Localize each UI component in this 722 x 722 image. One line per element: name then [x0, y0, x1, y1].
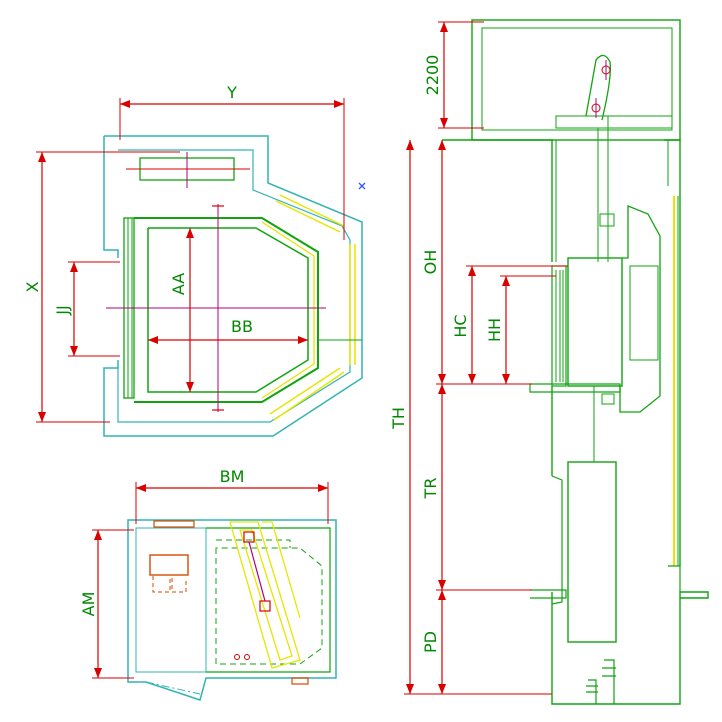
machine-room-shaft-dashed — [215, 547, 323, 665]
machine-room-wall-inner — [135, 527, 207, 673]
car-outline-inner — [147, 227, 309, 393]
anchor-point-1 — [234, 654, 240, 660]
car-yellow-edge — [261, 221, 315, 399]
label-pd: PD — [421, 631, 440, 653]
pit-ledge — [668, 565, 681, 592]
car-sling — [619, 205, 661, 413]
label-bb: BB — [231, 317, 253, 336]
label-tr: TR — [421, 478, 440, 500]
label-aa: AA — [169, 273, 188, 295]
plan-view — [36, 98, 366, 437]
rail-strip — [269, 194, 356, 421]
section-view — [404, 19, 709, 705]
label-th: TH — [389, 407, 408, 430]
plan-shaft-wall-inner — [117, 149, 351, 423]
label-oh: OH — [421, 250, 440, 275]
machine-room-box-inner — [481, 27, 673, 131]
shaft-wall-right — [664, 139, 681, 566]
buffer-2 — [602, 659, 616, 704]
landing-door-lower — [551, 475, 563, 605]
labels: Y X JJ AA BB BM AM 2200 TH OH HC HH TR P… — [23, 55, 504, 653]
machine-room-box — [471, 19, 681, 141]
car-body — [567, 257, 623, 387]
machine-room-view — [92, 482, 337, 701]
label-am: AM — [79, 592, 98, 617]
label-hh: HH — [485, 318, 504, 342]
machine-room-shaft-outline — [206, 527, 331, 673]
plan-shaft-wall — [103, 135, 363, 437]
counterweight — [567, 461, 617, 643]
dim-jj-arrows — [70, 262, 78, 356]
machine-base — [555, 115, 673, 129]
car-door-lines — [555, 270, 564, 382]
car-panel — [629, 265, 659, 361]
car-outline — [134, 217, 319, 403]
car-platform — [529, 383, 621, 393]
guide-rope — [248, 541, 266, 602]
traction-machine-dashed — [152, 576, 187, 593]
machine-top-fixture — [153, 520, 195, 528]
car-door-stack — [551, 265, 567, 387]
sheave — [585, 54, 611, 121]
machine-room-wall — [127, 519, 337, 701]
label-jj: JJ — [53, 305, 72, 315]
label-bm: BM — [220, 467, 245, 486]
shaft-wall-left — [442, 139, 709, 705]
door-swing-line — [145, 681, 201, 695]
marker-cross — [358, 182, 366, 190]
guide-assembly — [229, 521, 301, 669]
bottom-fixture — [291, 677, 309, 685]
traction-machine — [149, 554, 189, 576]
car-guide-shoe-bottom — [601, 393, 615, 405]
anchor-point-2 — [244, 654, 250, 660]
label-hc: HC — [451, 314, 470, 337]
machine-room-top-dashed — [216, 539, 291, 548]
label-x: X — [23, 281, 42, 292]
label-y: Y — [226, 83, 237, 102]
label-2200: 2200 — [423, 55, 442, 96]
landing-sill-lower — [530, 589, 567, 599]
car-guide-shoe-top — [599, 213, 615, 227]
buffer-1 — [586, 679, 598, 704]
